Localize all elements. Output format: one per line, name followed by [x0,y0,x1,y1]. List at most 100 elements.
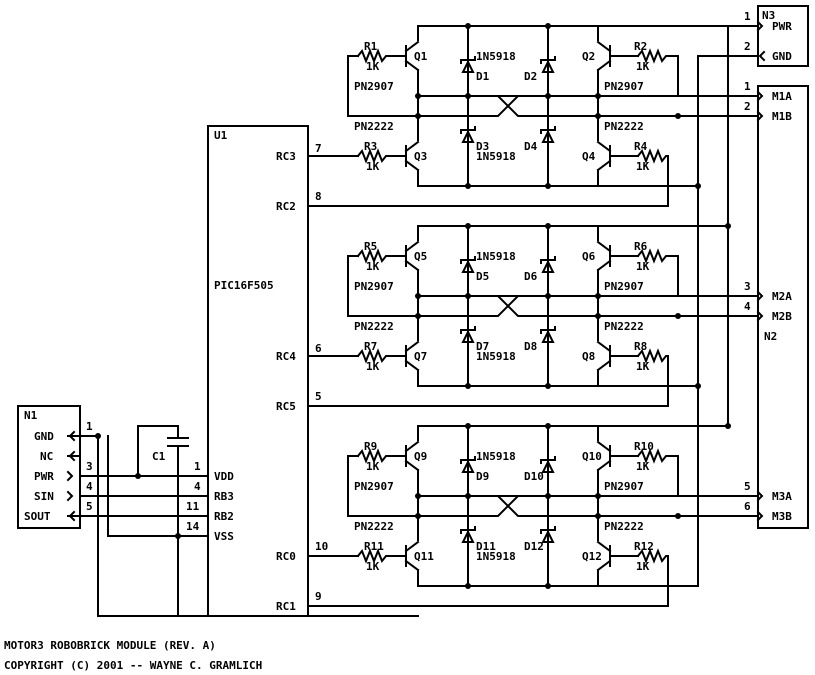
transistor-part-pnp: PN2907 [354,280,394,293]
u1-pin-rc1: RC1 [276,600,296,613]
transistor-ref: Q2 [582,50,595,63]
n1-pin-sout-num: 5 [86,500,93,513]
n3-ref: N3 [762,9,775,22]
n3-pin-pwr-num: 1 [744,10,751,23]
resistor-ref: R3 [364,140,377,153]
title-block: MOTOR3 ROBOBRICK MODULE (REV. A) [4,639,216,652]
transistor-part-pnp: PN2907 [604,80,644,93]
n2-pin-arrows [756,90,764,522]
n1-pin-gnd: GND [34,430,54,443]
transistor-ref: Q10 [582,450,602,463]
n2-pin-m1a: M1A [772,90,792,103]
diode-ref: D4 [524,140,538,153]
transistor-ref: Q4 [582,150,596,163]
n2-pin-m2a: M2A [772,290,792,303]
transistor-ref: Q9 [414,450,427,463]
n2-ref: N2 [764,330,777,343]
n2-connector-box [757,85,809,529]
transistor-part-npn: PN2222 [604,520,644,533]
u1-ref: U1 [214,129,228,142]
n1-ref: N1 [24,409,38,422]
transistor-part-pnp: PN2907 [354,480,394,493]
resistor-value: 1K [636,360,650,373]
n2-pin-m1b-num: 2 [744,100,751,113]
transistor-part-npn: PN2222 [354,520,394,533]
transistor-ref: Q12 [582,550,602,563]
transistor-part-pnp: PN2907 [604,480,644,493]
diode-part: 1N5918 [476,450,516,463]
transistor-part-pnp: PN2907 [354,80,394,93]
n3-pin-gnd-num: 2 [744,40,751,53]
n1-pin-nc: NC [40,450,53,463]
transistor-ref: Q5 [414,250,427,263]
diode-ref: D12 [524,540,544,553]
u1-pin-rc3-num: 7 [315,142,322,155]
diode-part: 1N5918 [476,550,516,563]
resistor-value: 1K [366,560,380,573]
n1-pin-arrows [66,430,76,522]
resistor-value: 1K [366,160,380,173]
u1-part: PIC16F505 [214,279,274,292]
transistor-ref: Q8 [582,350,595,363]
n2-pin-m2b-num: 4 [744,300,751,313]
n3-pin-gnd: GND [772,50,792,63]
resistor-ref: R1 [364,40,378,53]
resistor-value: 1K [366,260,380,273]
transistor-part-npn: PN2222 [604,320,644,333]
resistor-ref: R12 [634,540,654,553]
u1-pin-vdd-num: 1 [194,460,201,473]
n3-pin-pwr: PWR [772,20,792,33]
u1-pin-rc5-num: 5 [315,390,322,403]
n2-pin-m1a-num: 1 [744,80,751,93]
diode-ref: D5 [476,270,489,283]
n1-pin-gnd-num: 1 [86,420,93,433]
resistor-ref: R11 [364,540,384,553]
diode-ref: D11 [476,540,496,553]
n1-pin-sin-num: 4 [86,480,93,493]
transistor-ref: Q7 [414,350,427,363]
resistor-value: 1K [366,360,380,373]
n1-pin-sout: SOUT [24,510,51,523]
diode-ref: D2 [524,70,537,83]
junction-dots [95,23,731,539]
resistor-ref: R10 [634,440,654,453]
transistor-part-pnp: PN2907 [604,280,644,293]
resistor-value: 1K [636,560,650,573]
transistor-ref: Q1 [414,50,428,63]
resistor-value: 1K [636,160,650,173]
diode-ref: D9 [476,470,489,483]
diode-part: 1N5918 [476,150,516,163]
resistor-ref: R4 [634,140,648,153]
u1-pin-rb2: RB2 [214,510,234,523]
c1-ref: C1 [152,450,166,463]
n1-pin-pwr: PWR [34,470,54,483]
diode-ref: D1 [476,70,490,83]
u1-pin-rc4-num: 6 [315,342,322,355]
u1-pin-rc5: RC5 [276,400,296,413]
n2-pin-m1b: M1B [772,110,792,123]
resistor-value: 1K [366,60,380,73]
u1-pin-rc3: RC3 [276,150,296,163]
u1-pin-rb3-num: 4 [194,480,201,493]
n3-pin-arrows [756,20,766,62]
u1-pin-rc2-num: 8 [315,190,322,203]
resistor-value: 1K [636,260,650,273]
n2-pin-m3b-num: 6 [744,500,751,513]
resistor-ref: R8 [634,340,647,353]
static-wiring [17,5,809,617]
u1-pin-rc0: RC0 [276,550,296,563]
n1-pin-pwr-num: 3 [86,460,93,473]
resistor-ref: R5 [364,240,377,253]
copyright-line: COPYRIGHT (C) 2001 -- WAYNE C. GRAMLICH [4,659,262,672]
resistor-value: 1K [636,460,650,473]
u1-pin-rc4: RC4 [276,350,296,363]
transistor-part-npn: PN2222 [604,120,644,133]
n1-pin-sin: SIN [34,490,54,503]
n2-pin-m3a: M3A [772,490,792,503]
u1-pin-rc2: RC2 [276,200,296,213]
transistor-ref: Q3 [414,150,427,163]
transistor-part-npn: PN2222 [354,120,394,133]
